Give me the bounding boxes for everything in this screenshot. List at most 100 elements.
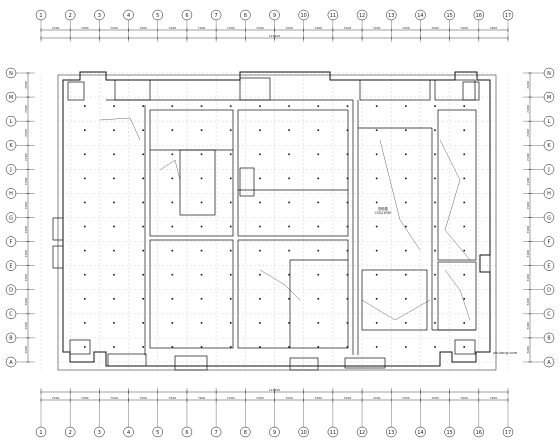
grid-bubble-icon — [543, 308, 555, 320]
dimension-value: 7200 — [24, 202, 28, 210]
grid-bubble-icon — [181, 426, 193, 438]
dimension-value: 7200 — [344, 396, 352, 400]
grid-bubble-icon — [5, 356, 17, 368]
light-fixture — [113, 225, 115, 228]
room-east-strip — [437, 109, 477, 261]
grid-bubble-icon — [64, 426, 76, 438]
bottom-room — [107, 353, 147, 367]
light-fixture — [405, 273, 407, 276]
light-fixture — [463, 105, 466, 107]
light-fixture — [83, 346, 86, 348]
light-fixture — [229, 346, 232, 348]
dimension-value: 7200 — [526, 274, 530, 282]
light-fixture — [200, 273, 203, 276]
dimension-value: 7200 — [256, 26, 264, 30]
light-fixture — [375, 201, 378, 204]
light-fixture — [259, 129, 261, 132]
grid-bubble-icon — [543, 212, 555, 223]
light-fixture — [259, 105, 261, 107]
column-axis-label: 2 — [69, 430, 72, 436]
light-fixture — [229, 225, 232, 228]
light-fixture — [83, 297, 86, 300]
light-fixture — [317, 177, 320, 180]
light-fixture — [142, 273, 144, 276]
grid-bubble-icon — [543, 236, 555, 247]
light-fixture — [434, 225, 436, 228]
column-axis-label: 6 — [185, 13, 188, 19]
dimension-value: 7200 — [24, 129, 28, 137]
grid-bubble-icon — [356, 9, 368, 21]
column-axis-label: 12 — [359, 13, 365, 19]
column-axis-label: 14 — [417, 430, 423, 436]
exterior-wall — [62, 71, 491, 367]
light-fixture — [375, 153, 378, 156]
light-fixture — [259, 153, 261, 156]
column-axis-label: 10 — [301, 430, 307, 436]
column-axis-label: 9 — [273, 13, 276, 19]
row-axis-label: J — [9, 167, 11, 173]
light-fixture — [405, 105, 407, 107]
grid-bubble-icon — [356, 426, 368, 438]
grid-bubble-icon — [473, 426, 485, 438]
light-fixture — [200, 297, 203, 300]
grid-bubble-icon — [240, 9, 251, 21]
grid-bubble-icon — [543, 332, 555, 344]
column-axis-label: 9 — [273, 430, 276, 436]
light-fixture — [346, 201, 349, 204]
light-fixture — [229, 177, 232, 180]
row-axis-label: K — [547, 143, 551, 149]
light-fixture — [259, 249, 261, 252]
grid-bubble-icon — [5, 332, 17, 344]
grid-bubble-icon — [5, 236, 17, 247]
light-fixture — [113, 177, 115, 180]
grid-bubble-icon — [543, 140, 555, 151]
grid-bubble-icon — [5, 91, 17, 103]
light-fixture — [346, 105, 349, 107]
column-axis-label: 16 — [476, 430, 482, 436]
grid-bubble-icon — [386, 9, 397, 21]
dimension-value: 7200 — [490, 396, 498, 400]
light-fixture — [463, 177, 466, 180]
light-fixture — [229, 273, 232, 276]
grid-bubble-icon — [123, 9, 134, 21]
dimension-value: 7200 — [402, 396, 410, 400]
grid-bubble-icon — [64, 9, 76, 21]
row-axis-label: E — [9, 263, 12, 269]
grid-bubble-icon — [5, 260, 17, 271]
block-nw — [149, 109, 234, 237]
dimension-texts: 7200 7200 7200 7200 7200 7200 7200 7200 7200 7200… — [24, 26, 530, 400]
dimension-value: 7200 — [24, 274, 28, 282]
light-fixture — [434, 249, 436, 252]
column-axis-label: 6 — [185, 430, 188, 436]
light-fixture — [83, 105, 86, 107]
dimension-value: 7200 — [52, 26, 60, 30]
light-fixture — [317, 273, 320, 276]
dimension-value: 7200 — [526, 346, 530, 354]
grid-bubble-icon — [94, 9, 105, 21]
grid-bubble-icon — [415, 9, 426, 21]
light-fixture — [463, 153, 466, 156]
light-fixture — [346, 322, 349, 324]
stair-se — [454, 339, 476, 355]
center-room-sub: 配电箱 — [378, 206, 388, 211]
axis-grid-lines — [40, 72, 509, 370]
row-axis-label: F — [10, 239, 13, 245]
column-axis-label: 5 — [156, 430, 159, 436]
room-inner — [239, 167, 255, 197]
light-fixture — [434, 201, 436, 204]
column-axis-label: 3 — [98, 13, 101, 19]
grid-bubble-icon — [35, 9, 47, 21]
light-fixture — [463, 297, 466, 300]
grid-bubble-icon — [327, 426, 339, 438]
dimension-value: 7200 — [81, 396, 89, 400]
interior-partitions — [52, 77, 491, 371]
light-fixture — [200, 225, 203, 228]
light-fixture — [142, 201, 144, 204]
light-fixture — [200, 129, 203, 132]
light-fixture — [463, 322, 466, 324]
dimension-value: 7200 — [526, 177, 530, 185]
dimension-value: 7200 — [526, 202, 530, 210]
dimension-value: 7200 — [314, 26, 322, 30]
